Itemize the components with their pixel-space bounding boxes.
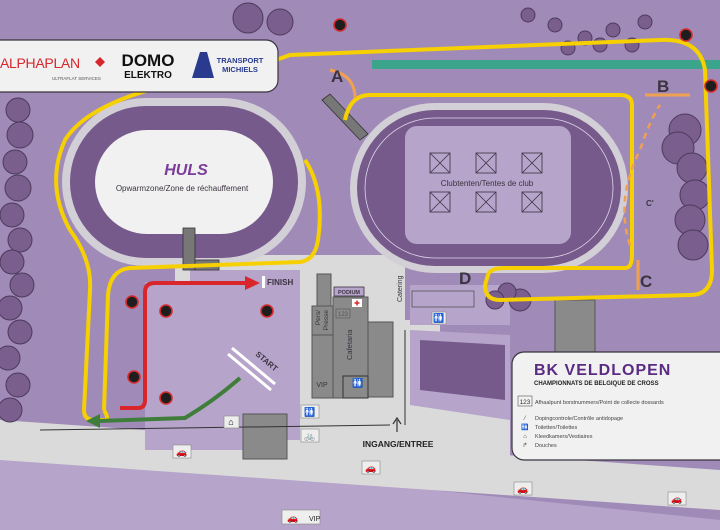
legend-item: Dopingcontrole/Contrôle antidopage — [535, 416, 623, 422]
club-tents — [429, 152, 543, 213]
cafetaria-label: Cafetaria — [345, 329, 354, 360]
checkpoint-b: B — [657, 77, 669, 96]
vip-parking-label: VIP — [309, 516, 321, 523]
start-arrowhead — [86, 414, 100, 428]
podium-label: PODIUM — [338, 290, 360, 296]
finish-route — [120, 281, 248, 410]
checkpoint-a: A — [331, 67, 343, 86]
parking-car-icon: 🚗 — [671, 494, 682, 504]
buildings: PODIUM 123 Pers/ Presse Cafetaria VIP 🚻 — [242, 273, 475, 460]
course-variant-c-prime — [623, 104, 662, 246]
entrance-arrow-icon — [392, 416, 402, 432]
legend-item: Kleedkamers/Vestiaires — [535, 434, 593, 440]
finish-line — [262, 276, 265, 288]
checkpoint-d: D — [459, 269, 471, 288]
facility-icons: 🚻 🚲 🚻 ⌂ 🚗 🚗 🚗 🚗 🚗 — [172, 311, 687, 525]
warmup-zone-label: Opwarmzone/Zone de réchauffement — [116, 184, 249, 193]
toilet-icon: 🚻 — [352, 377, 363, 388]
press-label-1: Pers/ — [315, 310, 322, 325]
first-aid-icon — [354, 300, 360, 306]
domo-logo: DOMO — [122, 51, 175, 70]
warmup-track: HULS Opwarmzone/Zone de réchauffement — [62, 98, 306, 266]
legend-subtitle: CHAMPIONNATS DE BELGIQUE DE CROSS — [534, 381, 659, 387]
transport-logo-sub: MICHIELS — [222, 65, 258, 74]
toilet-icon: 🚻 — [304, 406, 315, 417]
alphaplan-logo: ALPHAPLAN — [0, 55, 80, 71]
fence-line — [372, 60, 720, 69]
vip-label: VIP — [316, 382, 328, 389]
legend: BK VELDLOPEN CHAMPIONNATS DE BELGIQUE DE… — [511, 351, 720, 461]
main-track: Clubtenten/Tentes de club — [350, 103, 628, 273]
parking-car-icon: 🚗 — [287, 513, 298, 523]
bib-pickup-icon: 123 — [520, 399, 531, 406]
transport-logo: TRANSPORT — [217, 56, 264, 65]
toilet-icon: 🚻 — [433, 312, 444, 323]
catering-label: Catering — [397, 275, 404, 302]
parking-car-icon: 🚗 — [176, 447, 187, 457]
legend-item: Douches — [535, 443, 557, 449]
legend-title: BK VELDLOPEN — [534, 362, 671, 379]
press-label-2: Presse — [323, 310, 330, 331]
hanger-icon: ⌂ — [228, 417, 233, 427]
fence — [39, 424, 391, 431]
alphaplan-tagline: ULTRAFLAT SERVICES — [52, 76, 101, 81]
finish-label: FINISH — [267, 278, 293, 287]
legend-item: Afhaalpunt borstnummers/Point de collect… — [535, 400, 664, 406]
shower-icon: ↱ — [522, 442, 527, 449]
start-route — [97, 376, 242, 423]
domo-logo-sub: ELEKTRO — [124, 70, 172, 81]
bib-pickup-label: 123 — [338, 312, 349, 318]
legend-item: Toiletten/Toilettes — [535, 425, 577, 431]
huls-logo: HULS — [164, 162, 208, 179]
parking-car-icon: 🚗 — [365, 463, 376, 473]
no-pedestrians-icons — [125, 18, 718, 405]
entrance-label: INGANG/ENTREE — [363, 439, 434, 449]
checkpoint-c-prime: C' — [646, 199, 654, 208]
hanger-icon: ⌂ — [523, 434, 527, 440]
start-line — [227, 346, 276, 392]
finish-arrowhead — [245, 276, 260, 290]
toilet-icon: 🚻 — [521, 423, 529, 431]
alphaplan-diamond-icon — [95, 57, 105, 67]
club-tents-label: Clubtenten/Tentes de club — [441, 179, 534, 188]
arrow-a — [329, 68, 357, 99]
syringe-icon: ⁄ — [522, 416, 526, 422]
parking-car-icon: 🚗 — [517, 484, 528, 494]
transport-logo-icon — [192, 52, 214, 78]
bicycle-icon: 🚲 — [304, 431, 315, 441]
checkpoint-c: C — [640, 272, 652, 291]
sponsor-banner: ALPHAPLAN ULTRAFLAT SERVICES DOMO ELEKTR… — [0, 39, 279, 93]
